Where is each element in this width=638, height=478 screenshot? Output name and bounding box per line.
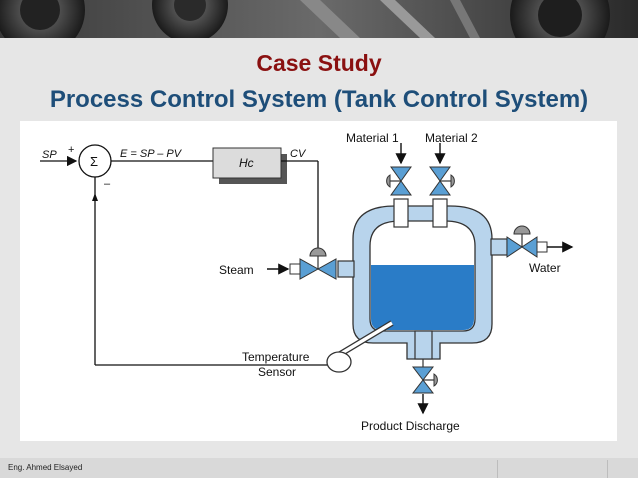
sensor-label: Sensor	[258, 365, 296, 379]
controller-label: Hc	[239, 156, 254, 170]
inlet-nozzle-2	[432, 198, 448, 228]
plus-sign: +	[68, 144, 74, 156]
temperature-sensor-bulb	[326, 351, 352, 373]
discharge-valve	[411, 359, 438, 415]
sp-label: SP	[42, 149, 57, 161]
steam-label: Steam	[219, 263, 254, 277]
slide-subtitle: Process Control System (Tank Control Sys…	[49, 86, 589, 113]
footer-strip	[0, 458, 638, 478]
material1-actuator	[386, 174, 391, 188]
water-label: Water	[529, 261, 561, 275]
tank-control-diagram: SP + Σ – E = SP – PV Hc CV	[40, 131, 574, 433]
reactor-vessel	[326, 198, 508, 373]
inlet-nozzle-1	[393, 198, 409, 228]
temperature-label: Temperature	[242, 350, 310, 364]
cv-label: CV	[290, 148, 307, 160]
control-loop: SP + Σ – E = SP – PV Hc CV	[40, 144, 328, 366]
water-valve	[506, 225, 574, 258]
header-banner	[0, 0, 638, 38]
vessel-liquid	[371, 265, 474, 330]
water-actuator	[513, 225, 531, 235]
material2-valve	[429, 143, 455, 196]
steam-valve	[267, 247, 337, 280]
discharge-actuator	[433, 373, 438, 387]
footer-divider-2	[607, 460, 638, 478]
footer-author: Eng. Ahmed Elsayed	[8, 463, 83, 472]
steam-inlet-stub	[337, 260, 355, 278]
material1-label: Material 1	[346, 131, 399, 145]
minus-sign: –	[104, 178, 111, 190]
steam-pipe-stub	[289, 263, 301, 275]
controller-block	[212, 147, 282, 179]
slide-title: Case Study	[256, 50, 382, 76]
water-pipe-stub	[536, 241, 548, 253]
discharge-neck	[414, 330, 433, 360]
error-label: E = SP – PV	[120, 148, 183, 160]
footer-divider-1	[497, 460, 608, 478]
material2-actuator	[450, 174, 455, 188]
material1-valve	[386, 143, 412, 196]
steam-actuator	[309, 247, 327, 257]
water-outlet-stub	[490, 238, 508, 256]
material2-label: Material 2	[425, 131, 478, 145]
banner-decoration	[0, 0, 638, 38]
sigma-symbol: Σ	[90, 154, 98, 169]
product-discharge-label: Product Discharge	[361, 419, 460, 433]
